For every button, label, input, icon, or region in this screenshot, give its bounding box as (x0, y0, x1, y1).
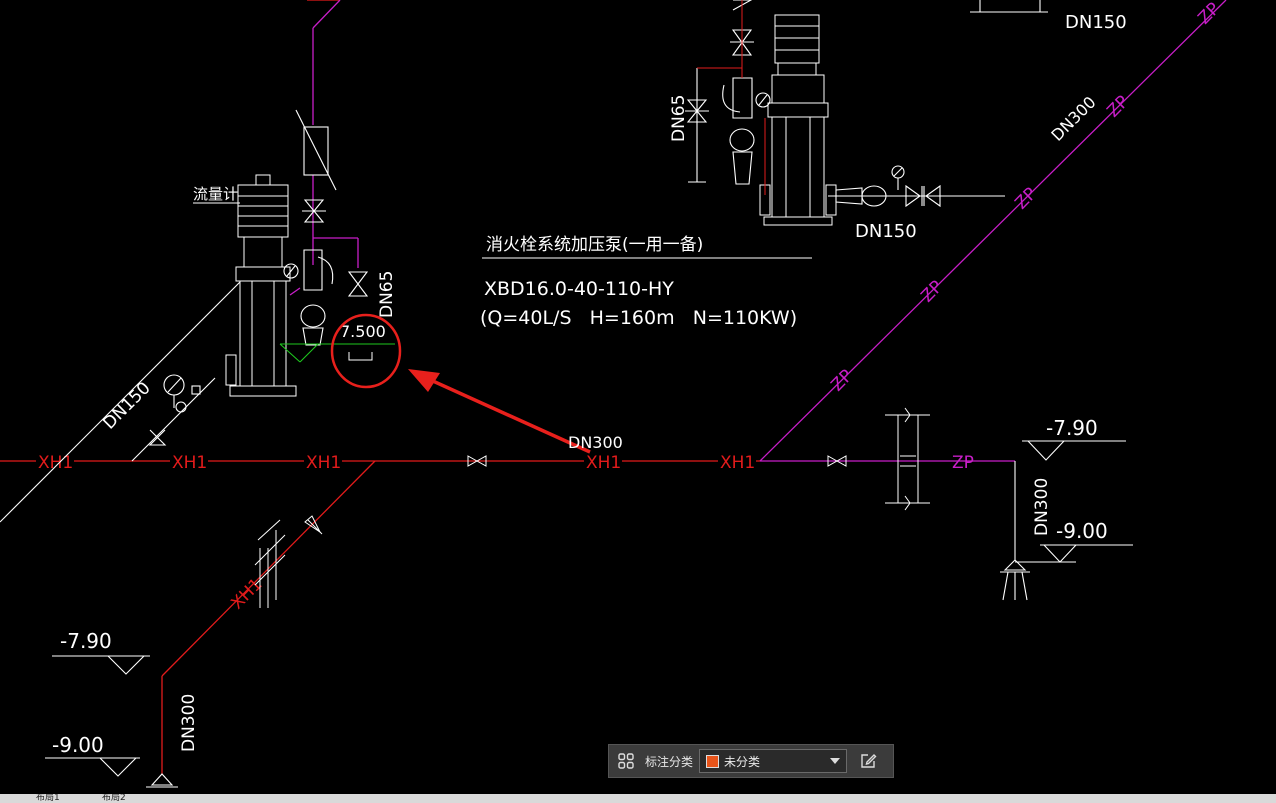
pump-params: (Q=40L/S H=160m N=110KW) (480, 307, 797, 329)
right-pump-assembly (759, 14, 837, 226)
white-linework (0, 0, 1048, 560)
elevation-9-00-right: -9.00 (1056, 519, 1108, 543)
zp-label: ZP (952, 453, 974, 473)
grid-icon[interactable] (613, 748, 639, 774)
zp-label: ZP (1194, 0, 1224, 29)
svg-text:XH1: XH1 (306, 453, 341, 473)
elevation-partial: 7.500 (340, 322, 386, 341)
dn300-label-left-drop: DN300 (179, 694, 199, 752)
highlight-circle (330, 313, 402, 389)
layout-tab-bar: 布局1 布局2 (0, 794, 1276, 803)
highlight-arrow-shaft (423, 375, 591, 454)
svg-text:XH1: XH1 (172, 453, 207, 473)
zp-label: ZP (1011, 184, 1041, 214)
left-valve-stack (283, 109, 369, 346)
edit-icon[interactable] (855, 748, 881, 774)
pump-model: XBD16.0-40-110-HY (484, 278, 674, 300)
right-red-branch (697, 0, 766, 195)
highlight-arrowhead (408, 369, 440, 392)
zp-label: ZP (827, 366, 857, 396)
dn150-label-left: DN150 (99, 378, 154, 433)
right-valve-stack (685, 0, 771, 185)
flowmeter-label: 流量计 (193, 185, 238, 203)
chevron-down-icon (830, 758, 841, 764)
annotation-category-select[interactable]: 未分类 (699, 749, 848, 773)
pipe-valves (304, 455, 847, 535)
dn150-label-top: DN150 (1065, 12, 1127, 33)
tab-layout-2[interactable]: 布局2 (102, 794, 126, 803)
elevation-markers (45, 440, 1133, 777)
svg-text:XH1: XH1 (38, 453, 73, 473)
foot-valves (146, 559, 1030, 788)
tab-layout-1[interactable]: 布局1 (36, 794, 60, 803)
xh1-pipe-network (0, 0, 760, 775)
green-leader (279, 343, 395, 363)
category-color-swatch (706, 754, 720, 768)
dn300-label-diagonal: DN300 (1047, 93, 1099, 145)
zp-label: ZP (917, 277, 947, 307)
elevation-7-90-right: -7.90 (1046, 416, 1098, 440)
xh1-label: XH1 (227, 574, 266, 613)
svg-text:XH1: XH1 (586, 453, 621, 473)
dn65-label-right: DN65 (669, 95, 689, 142)
elevation-9-00-left: -9.00 (52, 733, 104, 757)
annotation-toolbar: 标注分类 未分类 (608, 744, 894, 778)
pipe-casings (254, 407, 930, 608)
xh1-labels: XH1 XH1 XH1 XH1 XH1 XH1 (38, 453, 755, 614)
annotation-category-label: 标注分类 (645, 754, 694, 769)
left-meter-assembly (148, 374, 201, 446)
elevation-7-90-left: -7.90 (60, 629, 112, 653)
zp-pipe-network (289, 0, 1227, 462)
dn150-label-right: DN150 (855, 221, 917, 242)
left-pump-assembly (225, 174, 297, 397)
dn300-label-main: DN300 (568, 433, 623, 452)
elevation-labels: -7.90 -9.00 -7.90 -9.00 (52, 416, 1108, 757)
right-outlet-valves (835, 165, 941, 208)
category-selected-value: 未分类 (724, 754, 761, 769)
drawing-title: 消火栓系统加压泵(一用一备) (486, 235, 703, 255)
dn65-label-left: DN65 (377, 271, 397, 318)
dn300-label-right-drop: DN300 (1032, 478, 1052, 536)
svg-text:XH1: XH1 (720, 453, 755, 473)
